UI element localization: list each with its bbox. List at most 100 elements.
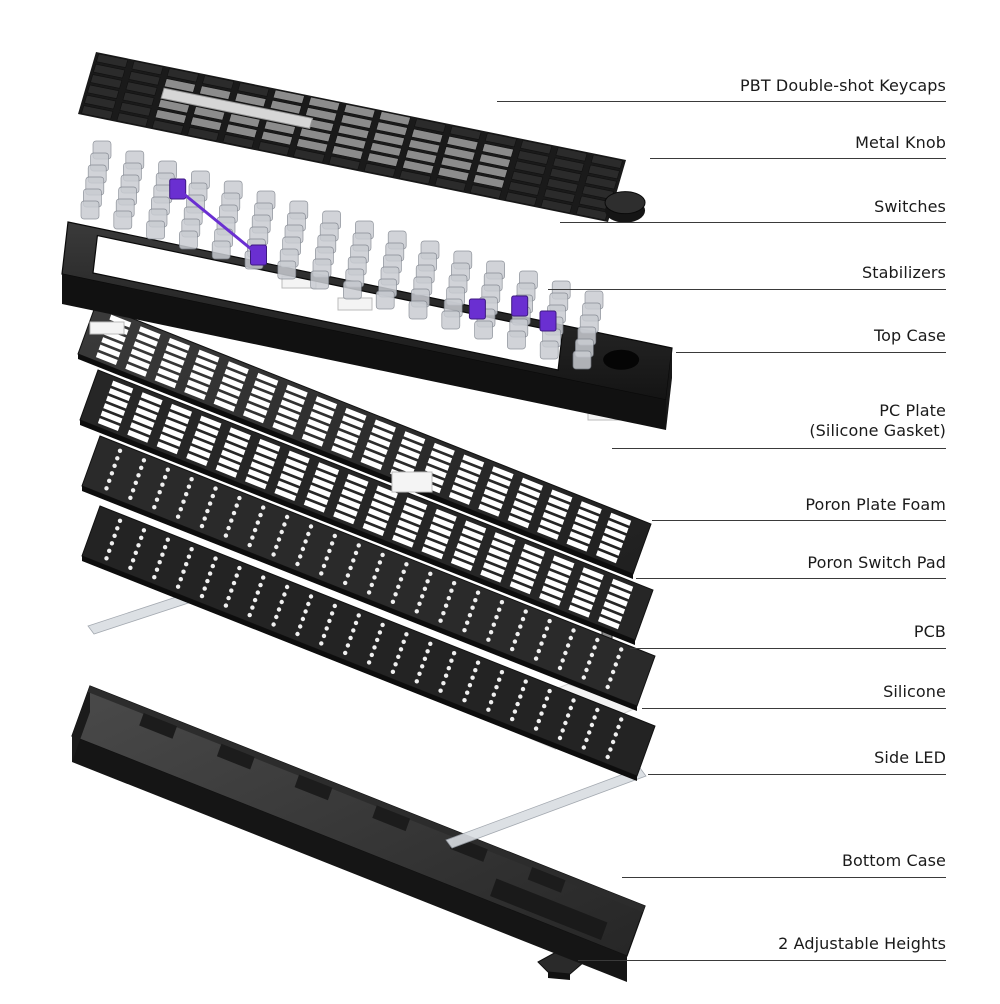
switch-pad-hole [547, 618, 552, 624]
pcb-hole [544, 696, 550, 701]
pcb-hole [467, 683, 473, 688]
keycap [405, 149, 438, 164]
pc-plate-cutout [481, 496, 503, 510]
switch-pad-hole [234, 503, 239, 508]
switch-pad-hole [165, 467, 170, 472]
label-pcb-text: PCB [913, 622, 946, 641]
pc-plate-cutout [130, 348, 153, 362]
keycap [543, 188, 576, 203]
pc-plate-cutout [448, 492, 471, 505]
keycap [340, 114, 373, 129]
pcb-hole [375, 637, 380, 643]
leader-silicone [642, 708, 946, 709]
pcb-hole [446, 666, 451, 671]
pc-plate-cutout [157, 367, 180, 381]
plate-foam-cutout [464, 520, 487, 534]
switch-pad-hole [446, 596, 451, 601]
pcb-hole [449, 658, 454, 663]
pcb-hole [486, 707, 491, 712]
pc-plate-cutout [251, 387, 273, 401]
plate-foam-cutout [250, 461, 273, 475]
switch-pad-hole [229, 518, 234, 523]
pcb-hole [494, 685, 499, 690]
pc-plate-cutout [213, 398, 236, 412]
leader-pcb [630, 648, 946, 649]
label-bottom: Bottom Case [842, 851, 946, 871]
keycap [437, 166, 470, 182]
pc-plate-cutout [507, 515, 530, 529]
switch-pad-hole [592, 645, 597, 650]
pc-plate-cutout [360, 457, 383, 470]
switch-pad-hole [568, 635, 573, 641]
plate-foam-cutout [194, 430, 216, 444]
keycap [546, 178, 579, 193]
bottom-case-battery-bay [490, 878, 608, 940]
plate-foam-cutout [402, 504, 425, 518]
plate-foam-cutout [130, 422, 152, 436]
plate-foam-cutout [156, 441, 179, 455]
pc-plate-cutout [366, 442, 388, 455]
switch [408, 300, 428, 320]
pcb-hole [205, 578, 210, 584]
label-switchpad: Poron Switch Pad [807, 553, 946, 573]
pcb-hole [613, 732, 618, 737]
leader-bottom [622, 877, 946, 878]
plate-foam-cutout [97, 418, 120, 431]
keycap [472, 174, 505, 189]
bottom-case-rib [372, 805, 411, 832]
keycap [399, 170, 432, 185]
label-switches: Switches [874, 197, 946, 217]
switch-pad-hole [237, 495, 242, 501]
plate-foam-cutout [368, 508, 390, 521]
plate-foam-cutout [103, 403, 126, 416]
switch-pad-hole [565, 643, 571, 648]
switch-pad-hole [181, 499, 186, 504]
top-case-side-wall [666, 348, 672, 430]
pc-plate-cutout [395, 453, 418, 467]
leader-sideled [648, 774, 946, 775]
keycap [378, 111, 411, 126]
pcb-hole [160, 552, 165, 557]
pcb-hole [414, 679, 419, 684]
keycap [549, 167, 582, 183]
label-knob: Metal Knob [855, 133, 946, 153]
pc-plate-cutout [165, 345, 188, 359]
pcb-hole [523, 679, 528, 684]
pcb-hole [162, 545, 168, 550]
keycap [269, 99, 302, 115]
leader-feet [578, 960, 946, 961]
plate-foam-cutout [400, 512, 422, 526]
plate-foam-cutout [509, 581, 532, 595]
pcb-hole [133, 550, 138, 555]
plate-foam-cutout [135, 407, 158, 421]
keycap [590, 154, 623, 169]
top-case-knob-hole [603, 349, 640, 370]
pc-plate-cutout [574, 516, 597, 530]
pc-plate-cutout [216, 391, 238, 405]
keycap [469, 184, 502, 199]
pcb-hole [154, 567, 160, 572]
switch-pad-hole [107, 478, 112, 483]
pcb-hole [571, 698, 576, 703]
pcb-hole [117, 518, 123, 523]
switch [343, 280, 362, 300]
switch-pad-hole [536, 648, 541, 654]
pcb-hole [533, 726, 539, 731]
plate-foam-cutout [568, 604, 591, 618]
keycap [449, 125, 482, 140]
switch [211, 240, 231, 260]
pcb-hole [261, 575, 266, 580]
bottom-case-rib [216, 743, 255, 770]
label-feet-text: 2 Adjustable Heights [778, 934, 946, 953]
pc-plate-cutout [478, 503, 501, 517]
pc-plate-cutout [596, 550, 618, 564]
switch-pad-hole [396, 584, 401, 589]
label-bottom-text: Bottom Case [841, 851, 946, 870]
pcb-hole [109, 541, 115, 546]
pcb-hole [237, 565, 242, 571]
pc-plate-cutout [162, 352, 185, 366]
pc-plate-cutout [277, 407, 300, 420]
plate-foam-cutout [274, 488, 297, 501]
label-feet: 2 Adjustable Heights [778, 934, 946, 954]
pc-plate-cutout [136, 333, 158, 347]
